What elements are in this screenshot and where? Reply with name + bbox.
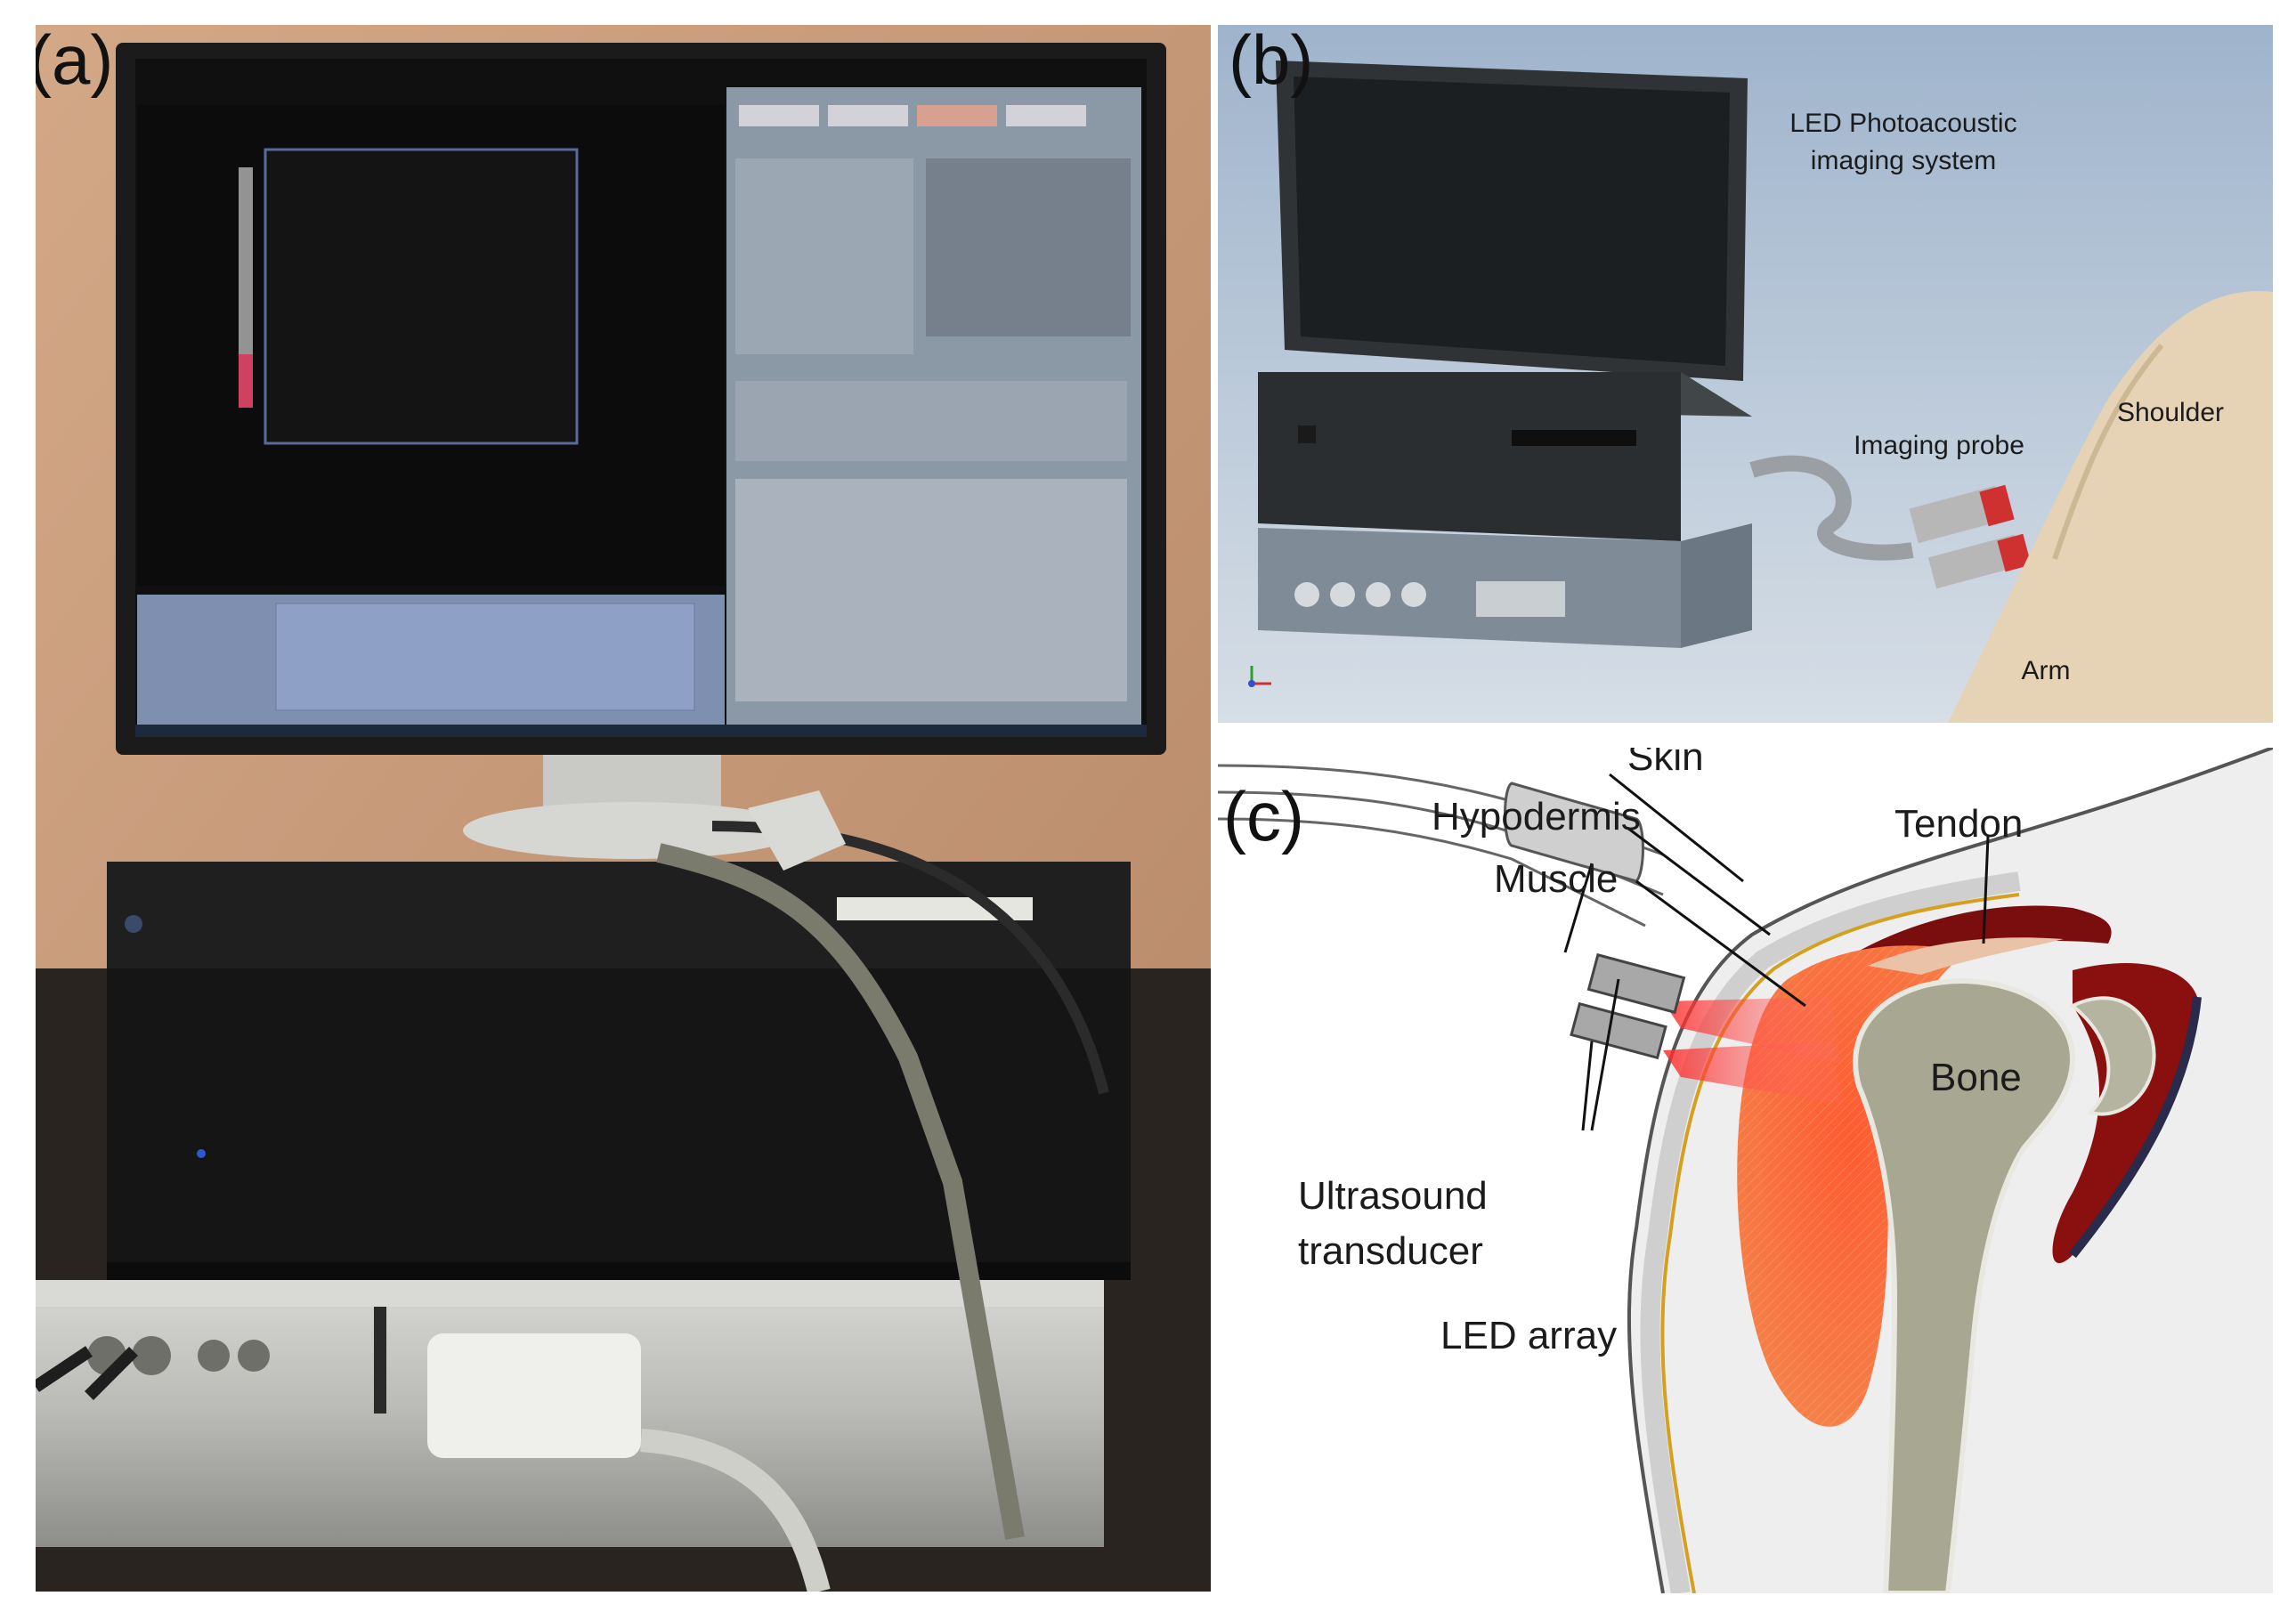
acquisition-unit (36, 1280, 1104, 1547)
posterior-muscle (2052, 962, 2197, 1264)
panel-label-c: (c) (1223, 777, 1304, 855)
fascia-line (1660, 893, 2020, 1593)
label-led-array: LED array (1440, 1314, 1617, 1357)
led-beam-lower (1663, 1041, 1841, 1104)
panel-label-b: (b) (1229, 25, 1314, 99)
label-tendon: Tendon (1894, 802, 2023, 846)
pc-case (107, 862, 1131, 1280)
label-system-line2: imaging system (1811, 146, 1996, 175)
hypodermis-layer (1640, 871, 2021, 1593)
led-system-render: LED Photoacoustic imaging system Imaging… (1218, 25, 2273, 723)
panel-b-render: LED Photoacoustic imaging system Imaging… (1218, 25, 2273, 723)
label-hypodermis: Hypodermis (1432, 795, 1641, 838)
render-arm (1948, 291, 2273, 723)
render-base-box (1258, 528, 1681, 648)
probe-cable (1218, 764, 1664, 928)
tendon (1868, 937, 2064, 975)
label-bone: Bone (1930, 1056, 2022, 1099)
humerus-bone (1853, 977, 2076, 1593)
shoulder-schematic: Skin Hypodermis Muscle Tendon Bone Ultra… (1218, 748, 2273, 1593)
skin-layer (1627, 748, 2273, 1593)
label-imaging-probe: Imaging probe (1854, 431, 2024, 460)
label-muscle: Muscle (1494, 857, 1618, 901)
taskbar (135, 725, 1147, 737)
label-shoulder: Shoulder (2117, 398, 2224, 427)
led-array-upper (1586, 952, 1686, 1015)
ultrasound-transducer (1504, 782, 1644, 883)
colorbar (239, 167, 253, 381)
label-arm: Arm (2022, 656, 2071, 685)
led-array-lower (1570, 1001, 1667, 1060)
panel-a-photo: (a) (36, 25, 1211, 1592)
render-probe (1909, 484, 2032, 589)
label-system-line1: LED Photoacoustic (1789, 109, 2016, 138)
image-display-frame (264, 148, 579, 445)
lab-setup-photo (36, 25, 1211, 1592)
scapula (2069, 996, 2156, 1116)
panel-label-a: (a) (36, 25, 114, 99)
label-transducer-line2: transducer (1298, 1229, 1483, 1273)
label-transducer-line1: Ultrasound (1298, 1174, 1488, 1218)
label-skin: Skin (1627, 748, 1704, 779)
panel-c-schematic: Skin Hypodermis Muscle Tendon Bone Ultra… (1218, 748, 2273, 1593)
monitor (116, 43, 1166, 755)
